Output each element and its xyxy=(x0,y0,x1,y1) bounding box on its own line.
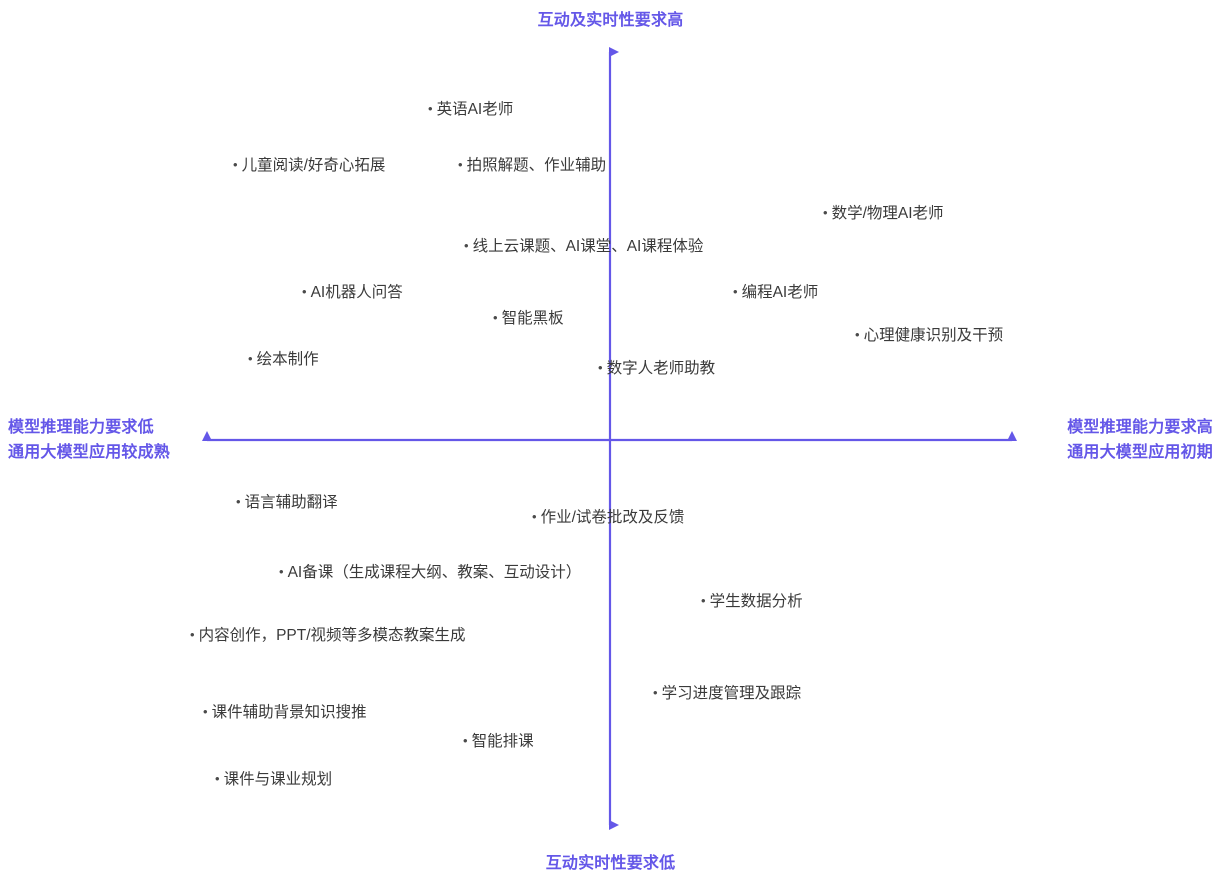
data-point-label: •儿童阅读/好奇心拓展 xyxy=(233,156,385,176)
bullet-icon: • xyxy=(203,704,208,719)
bullet-icon: • xyxy=(733,284,738,299)
data-point-label: •编程AI老师 xyxy=(733,283,818,303)
data-point-label: •英语AI老师 xyxy=(428,100,513,120)
data-point-label: •学习进度管理及跟踪 xyxy=(653,684,801,704)
data-point-text: 学习进度管理及跟踪 xyxy=(661,685,802,702)
bullet-icon: • xyxy=(302,284,307,299)
data-point-text: 课件与课业规划 xyxy=(223,771,333,788)
bullet-icon: • xyxy=(598,360,603,375)
data-point-text: 线上云课题、AI课堂、AI课程体验 xyxy=(472,238,704,255)
data-point-text: 编程AI老师 xyxy=(741,284,819,301)
data-point-label: •AI机器人问答 xyxy=(302,283,403,303)
bullet-icon: • xyxy=(458,157,463,172)
axis-label-left-line2: 通用大模型应用较成熟 xyxy=(8,444,171,461)
data-point-label: •绘本制作 xyxy=(248,350,319,370)
data-point-label: •内容创作，PPT/视频等多模态教案生成 xyxy=(190,626,466,646)
data-point-text: 智能排课 xyxy=(471,733,534,750)
axis-label-top: 互动及实时性要求高 xyxy=(0,8,1221,33)
bullet-icon: • xyxy=(236,494,241,509)
data-point-text: 拍照解题、作业辅助 xyxy=(466,157,607,174)
data-point-text: AI备课（生成课程大纲、教案、互动设计） xyxy=(287,564,582,581)
data-point-text: 数学/物理AI老师 xyxy=(831,205,944,222)
bullet-icon: • xyxy=(855,327,860,342)
data-point-label: •作业/试卷批改及反馈 xyxy=(532,508,684,528)
bullet-icon: • xyxy=(823,205,828,220)
data-point-label: •线上云课题、AI课堂、AI课程体验 xyxy=(464,237,703,257)
data-point-text: 心理健康识别及干预 xyxy=(863,327,1004,344)
axis-label-left-line1: 模型推理能力要求低 xyxy=(8,419,154,436)
axis-label-right-line1: 模型推理能力要求高 xyxy=(1067,419,1213,436)
data-point-label: •课件辅助背景知识搜推 xyxy=(203,703,367,723)
bullet-icon: • xyxy=(464,238,469,253)
bullet-icon: • xyxy=(701,593,706,608)
data-point-label: •语言辅助翻译 xyxy=(236,493,338,513)
data-point-label: •数学/物理AI老师 xyxy=(823,204,944,224)
data-point-label: •数字人老师助教 xyxy=(598,359,715,379)
data-point-label: •拍照解题、作业辅助 xyxy=(458,156,606,176)
axis-label-left: 模型推理能力要求低 通用大模型应用较成熟 xyxy=(8,415,170,465)
bullet-icon: • xyxy=(190,627,195,642)
data-point-label: •AI备课（生成课程大纲、教案、互动设计） xyxy=(279,563,581,583)
data-point-text: 数字人老师助教 xyxy=(606,360,716,377)
data-point-text: 内容创作，PPT/视频等多模态教案生成 xyxy=(198,627,466,644)
bullet-icon: • xyxy=(215,771,220,786)
bullet-icon: • xyxy=(463,733,468,748)
data-point-label: •智能黑板 xyxy=(493,309,564,329)
bullet-icon: • xyxy=(248,351,253,366)
axis-label-top-text: 互动及实时性要求高 xyxy=(537,12,684,29)
axis-label-right-line2: 通用大模型应用初期 xyxy=(1067,444,1213,461)
axis-label-bottom: 互动实时性要求低 xyxy=(0,851,1221,876)
data-point-text: 绘本制作 xyxy=(256,351,319,368)
axis-label-right: 模型推理能力要求高 通用大模型应用初期 xyxy=(1067,415,1213,465)
data-point-text: 学生数据分析 xyxy=(709,593,803,610)
bullet-icon: • xyxy=(279,564,284,579)
data-point-text: AI机器人问答 xyxy=(310,284,403,301)
data-point-text: 儿童阅读/好奇心拓展 xyxy=(241,157,386,174)
data-point-label: •心理健康识别及干预 xyxy=(855,326,1003,346)
bullet-icon: • xyxy=(653,685,658,700)
data-point-label: •智能排课 xyxy=(463,732,534,752)
data-point-text: 课件辅助背景知识搜推 xyxy=(211,704,367,721)
data-point-text: 作业/试卷批改及反馈 xyxy=(540,509,685,526)
bullet-icon: • xyxy=(493,310,498,325)
bullet-icon: • xyxy=(233,157,238,172)
bullet-icon: • xyxy=(428,101,433,116)
data-point-label: •学生数据分析 xyxy=(701,592,803,612)
bullet-icon: • xyxy=(532,509,537,524)
data-point-text: 英语AI老师 xyxy=(436,101,514,118)
data-point-label: •课件与课业规划 xyxy=(215,770,332,790)
data-point-text: 智能黑板 xyxy=(501,310,564,327)
axis-label-bottom-text: 互动实时性要求低 xyxy=(545,855,676,872)
data-point-text: 语言辅助翻译 xyxy=(244,494,338,511)
